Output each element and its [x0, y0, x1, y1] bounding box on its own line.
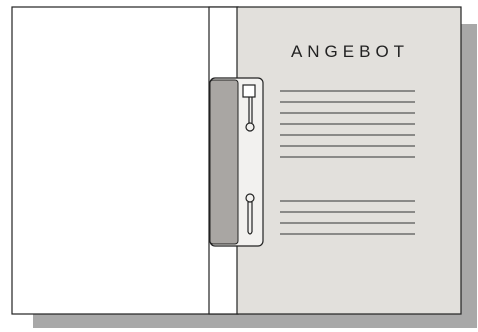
folder-left-panel: [12, 7, 238, 314]
fastener-strip: [210, 80, 238, 244]
document-title: ANGEBOT: [262, 42, 438, 62]
